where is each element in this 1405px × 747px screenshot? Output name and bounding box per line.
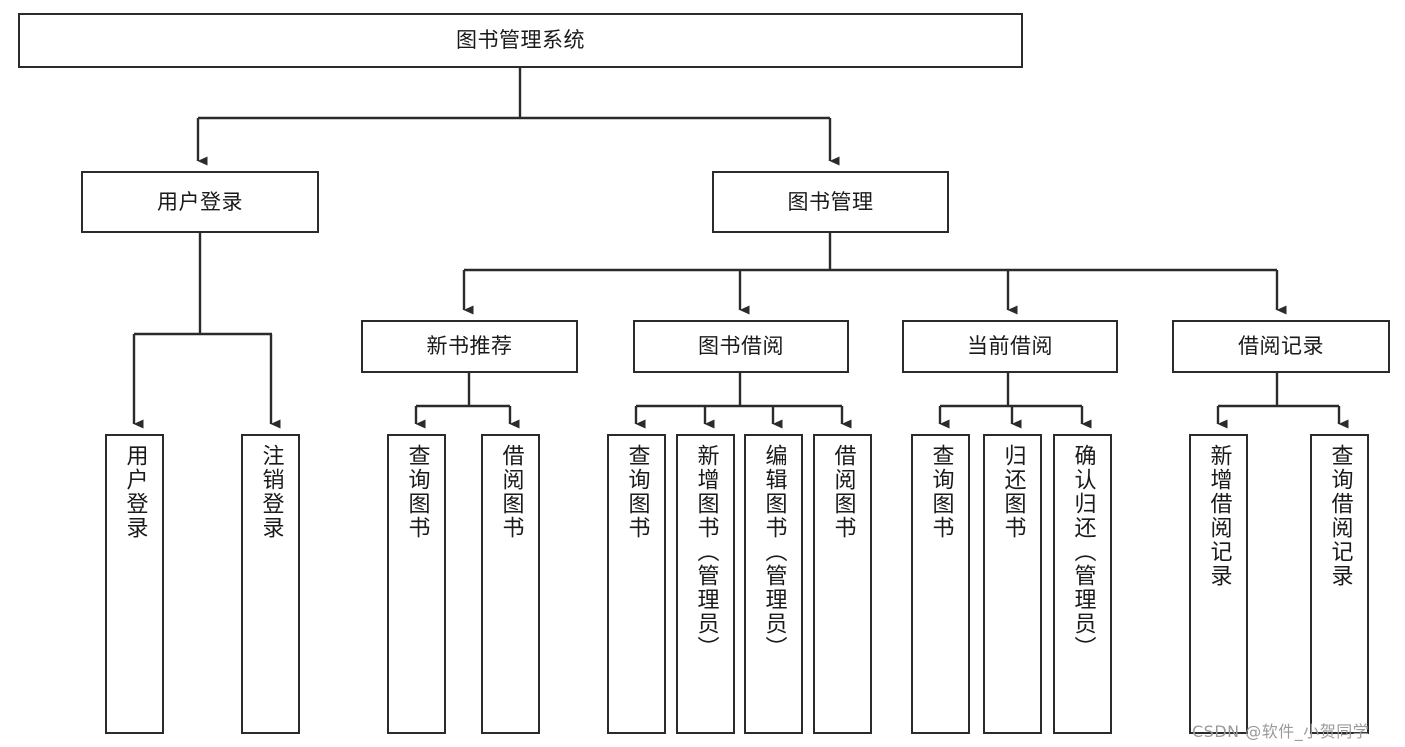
csdn-watermark: CSDN @软件_小贺同学 <box>1192 722 1370 741</box>
node-label: 查询图书 <box>928 444 954 540</box>
node-label: 图书管理系统 <box>456 28 585 53</box>
node-label: 当前借阅 <box>967 334 1053 359</box>
node-label: 借阅记录 <box>1238 334 1324 359</box>
leaf-query-book-3[interactable]: 查询图书 <box>911 434 970 734</box>
node-label: 用户登录 <box>122 444 148 540</box>
node-label: 新增图书（管理员） <box>693 444 719 660</box>
node-label: 确认归还（管理员） <box>1070 444 1096 660</box>
node-label: 图书管理 <box>787 189 874 214</box>
leaf-return-book[interactable]: 归还图书 <box>983 434 1042 734</box>
node-book-management[interactable]: 图书管理 <box>712 171 949 233</box>
leaf-logout[interactable]: 注销登录 <box>241 434 300 734</box>
node-book-borrow[interactable]: 图书借阅 <box>633 320 849 373</box>
node-label: 查询图书 <box>404 444 430 540</box>
node-label: 新书推荐 <box>426 334 513 359</box>
node-label: 归还图书 <box>1000 444 1026 540</box>
node-book-management-system[interactable]: 图书管理系统 <box>18 13 1023 68</box>
node-borrow-record[interactable]: 借阅记录 <box>1172 320 1390 373</box>
leaf-query-borrow-record[interactable]: 查询借阅记录 <box>1310 434 1369 734</box>
node-label: 注销登录 <box>258 444 284 540</box>
node-label: 图书借阅 <box>698 334 784 359</box>
node-label: 借阅图书 <box>830 444 856 540</box>
leaf-edit-book-admin[interactable]: 编辑图书（管理员） <box>744 434 803 734</box>
node-label: 编辑图书（管理员） <box>761 444 787 660</box>
node-label: 用户登录 <box>157 189 243 214</box>
node-new-book-recommend[interactable]: 新书推荐 <box>361 320 578 373</box>
node-current-borrow[interactable]: 当前借阅 <box>902 320 1118 373</box>
node-label: 查询图书 <box>624 444 650 540</box>
leaf-add-book-admin[interactable]: 新增图书（管理员） <box>676 434 735 734</box>
node-label: 借阅图书 <box>498 444 524 540</box>
leaf-user-login[interactable]: 用户登录 <box>105 434 164 734</box>
node-label: 查询借阅记录 <box>1327 444 1353 588</box>
leaf-add-borrow-record[interactable]: 新增借阅记录 <box>1189 434 1248 734</box>
leaf-query-book-2[interactable]: 查询图书 <box>607 434 666 734</box>
node-label: 新增借阅记录 <box>1206 444 1232 588</box>
node-user-login[interactable]: 用户登录 <box>81 171 319 233</box>
leaf-borrow-book-2[interactable]: 借阅图书 <box>813 434 872 734</box>
leaf-confirm-return-admin[interactable]: 确认归还（管理员） <box>1053 434 1112 734</box>
leaf-query-book-1[interactable]: 查询图书 <box>387 434 446 734</box>
leaf-borrow-book-1[interactable]: 借阅图书 <box>481 434 540 734</box>
